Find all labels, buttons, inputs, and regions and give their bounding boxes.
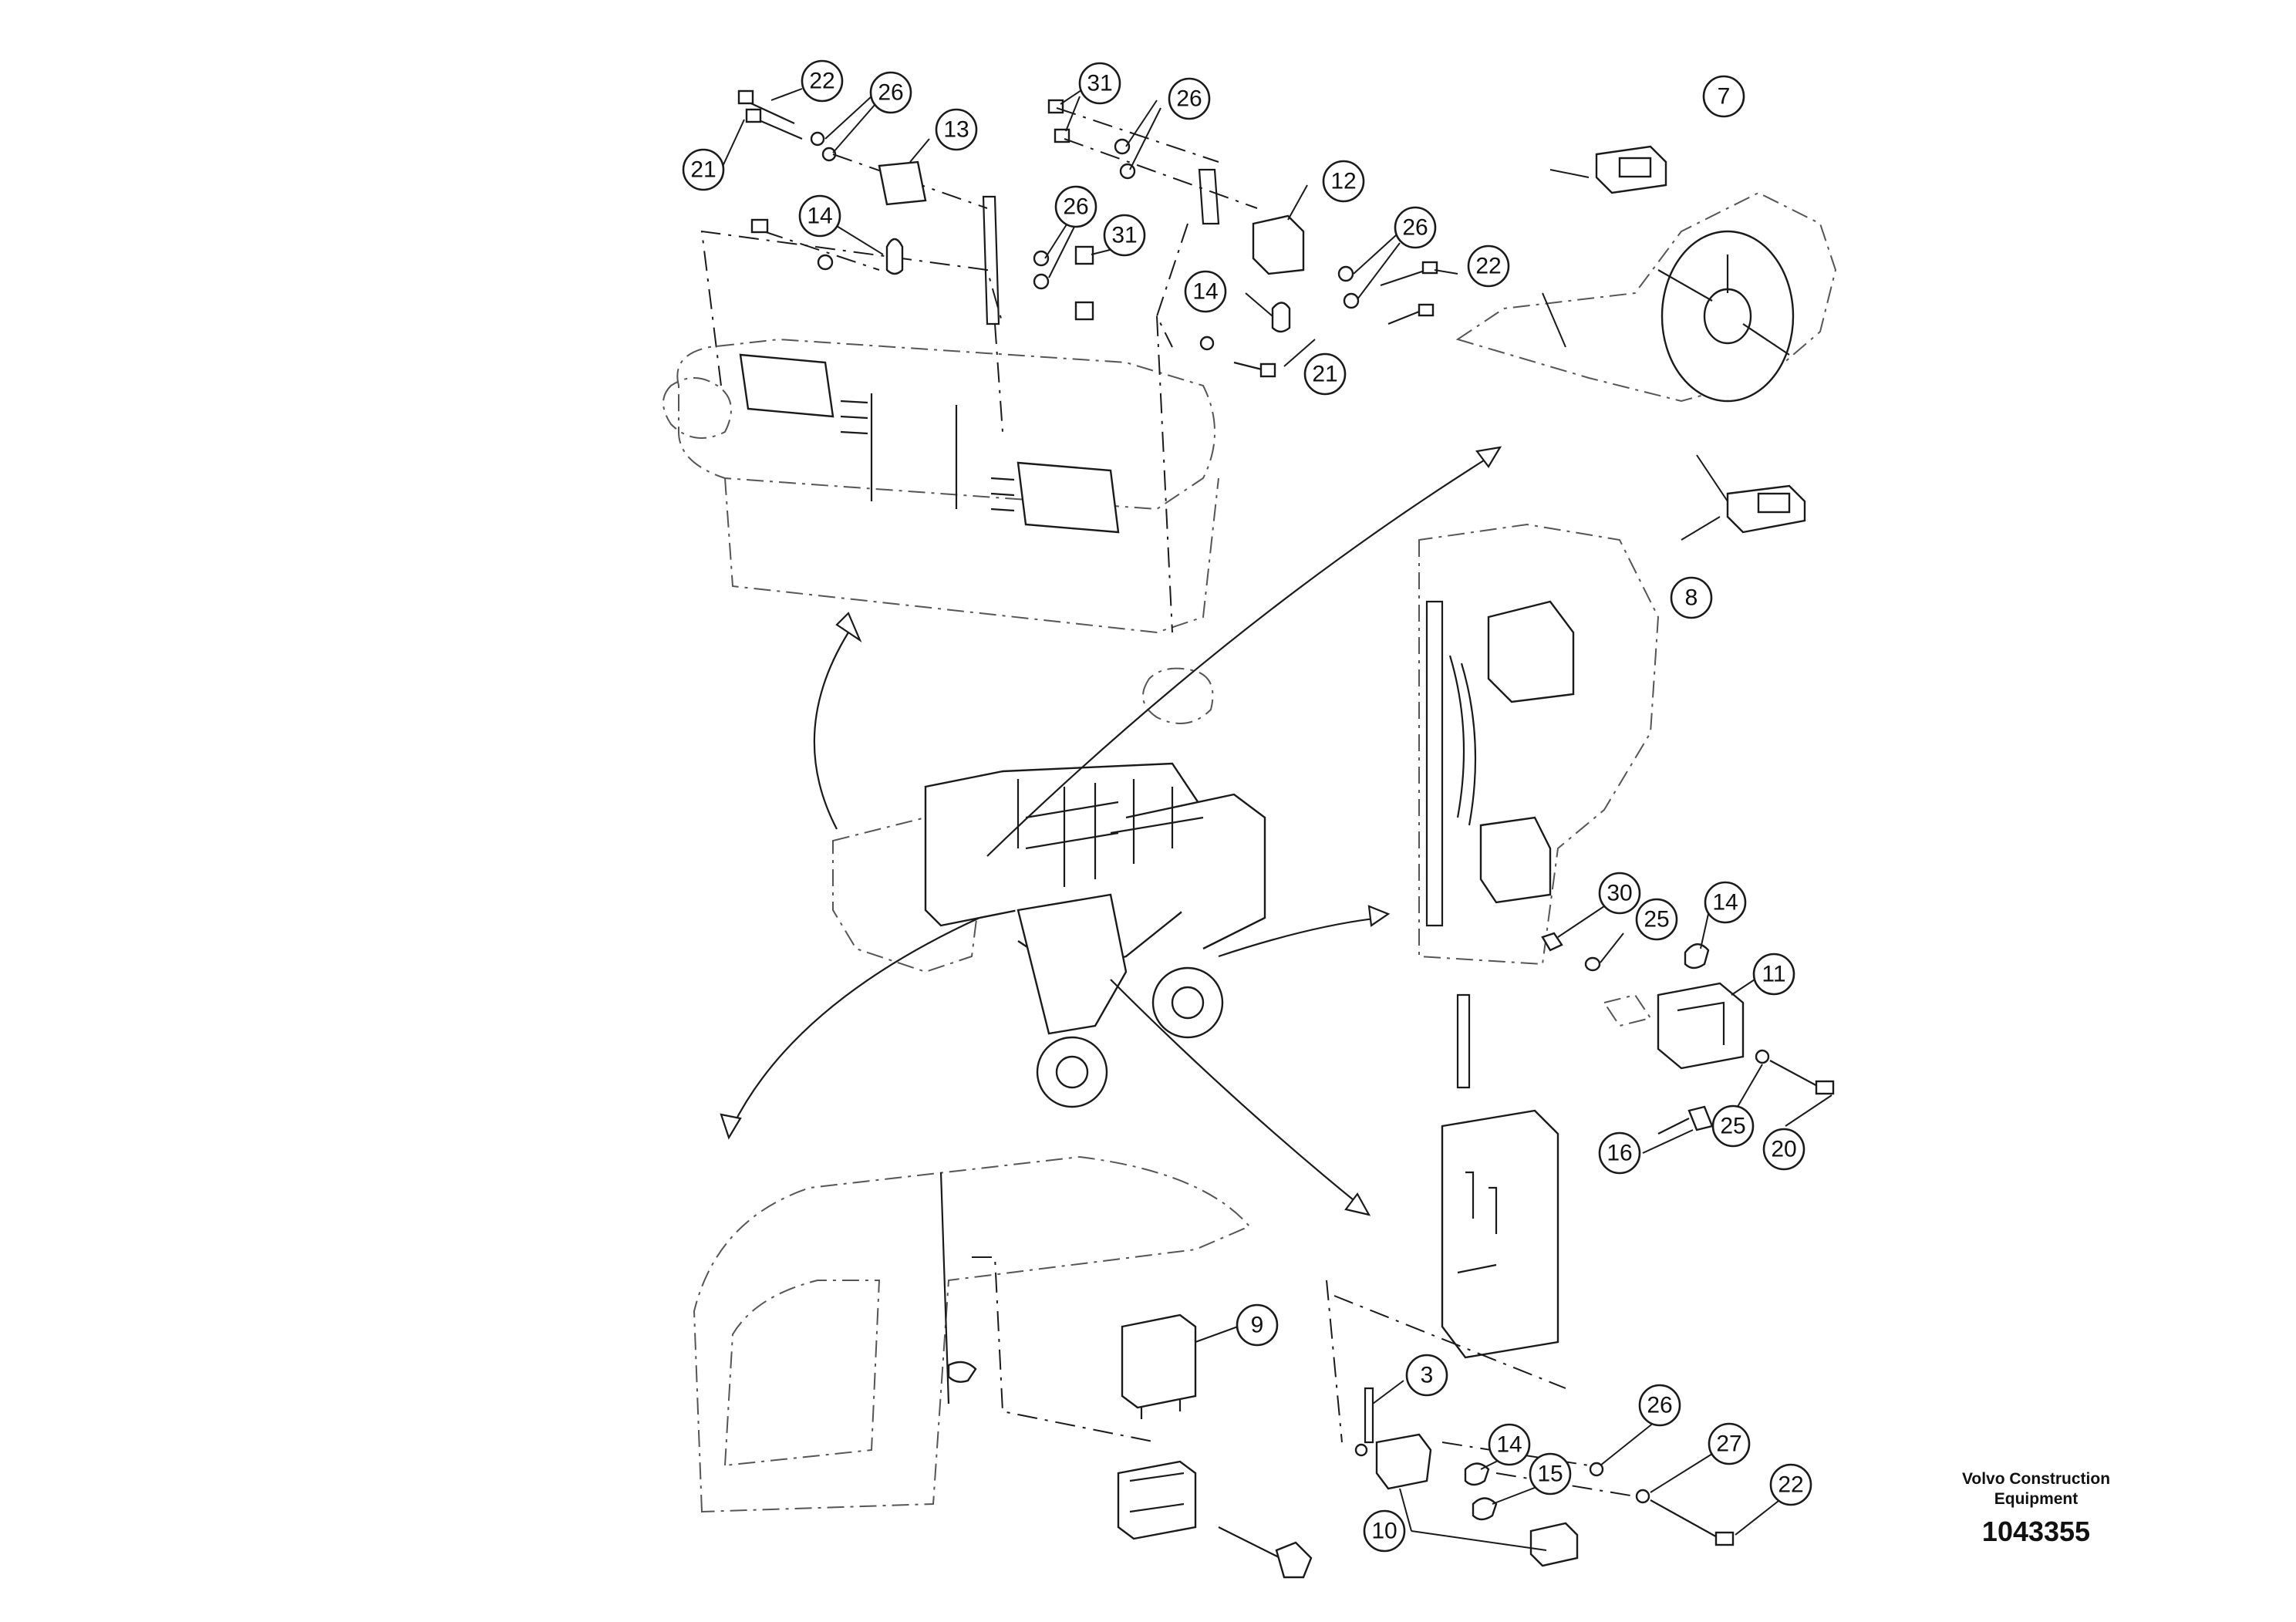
cab-side-panel (1418, 523, 1660, 966)
callout-26-top-center: 26 (1168, 77, 1211, 120)
svg-text:22: 22 (1475, 254, 1501, 279)
svg-text:13: 13 (943, 117, 969, 143)
callout-30: 30 (1598, 872, 1641, 915)
cab-door-panel (693, 1155, 1313, 1579)
callout-14-bottom: 14 (1488, 1423, 1531, 1466)
callout-22-bottom: 22 (1769, 1463, 1812, 1506)
svg-text:26: 26 (1063, 194, 1088, 220)
svg-text:25: 25 (1644, 907, 1669, 932)
machine-chassis (832, 762, 1266, 1108)
svg-text:9: 9 (1251, 1313, 1264, 1338)
relay-11-assembly (1541, 932, 1835, 1135)
svg-text:25: 25 (1720, 1114, 1745, 1139)
svg-text:26: 26 (878, 80, 903, 106)
callout-26-bottom: 26 (1638, 1384, 1681, 1427)
svg-text:22: 22 (1778, 1472, 1803, 1498)
callout-26-mid-left: 26 (1054, 185, 1097, 228)
svg-text:14: 14 (1712, 890, 1738, 916)
svg-text:12: 12 (1330, 169, 1356, 194)
svg-text:15: 15 (1537, 1462, 1563, 1487)
svg-text:14: 14 (807, 204, 832, 229)
callout-20: 20 (1762, 1128, 1805, 1171)
callout-10: 10 (1363, 1509, 1406, 1553)
svg-text:26: 26 (1647, 1393, 1672, 1418)
brand-line-1: Volvo Construction (1961, 1470, 2111, 1488)
callout-22-center: 22 (1467, 244, 1510, 288)
callout-12: 12 (1322, 160, 1365, 203)
callout-3: 3 (1405, 1354, 1448, 1397)
svg-text:16: 16 (1607, 1141, 1632, 1166)
callout-26-top-left: 26 (869, 71, 912, 114)
svg-text:3: 3 (1421, 1363, 1434, 1388)
relay-mount-column (1441, 993, 1559, 1359)
callout-14-top-left: 14 (798, 194, 841, 238)
callout-16: 16 (1598, 1131, 1641, 1175)
svg-text:31: 31 (1111, 223, 1137, 248)
callout-15: 15 (1529, 1452, 1572, 1496)
callout-25-lower: 25 (1711, 1104, 1755, 1148)
callout-25-upper: 25 (1635, 898, 1678, 941)
svg-text:11: 11 (1762, 962, 1785, 987)
svg-text:30: 30 (1607, 881, 1632, 906)
svg-text:21: 21 (690, 157, 716, 183)
callout-14-right: 14 (1704, 881, 1747, 924)
fasteners-top-left (737, 89, 1094, 325)
svg-text:20: 20 (1771, 1137, 1796, 1162)
callout-22-top-left: 22 (801, 59, 844, 103)
front-light-panel (663, 230, 1219, 724)
callout-11: 11 (1752, 953, 1795, 996)
callout-8: 8 (1670, 576, 1713, 619)
svg-text:14: 14 (1496, 1432, 1522, 1458)
callout-9: 9 (1236, 1303, 1279, 1347)
curved-arrows (720, 446, 1502, 1216)
callout-14-center: 14 (1184, 270, 1227, 313)
svg-text:26: 26 (1176, 86, 1202, 112)
svg-text:26: 26 (1402, 215, 1428, 241)
callout-21-top-left: 21 (682, 148, 725, 191)
svg-text:14: 14 (1192, 279, 1218, 305)
leader-lines (720, 88, 1832, 1551)
fasteners-top-center (1047, 99, 1438, 633)
svg-text:27: 27 (1716, 1431, 1741, 1457)
svg-text:22: 22 (809, 69, 834, 94)
svg-text:7: 7 (1718, 84, 1731, 110)
steering-column (1455, 145, 1837, 541)
callout-13: 13 (935, 108, 978, 151)
svg-text:31: 31 (1087, 71, 1112, 96)
svg-text:21: 21 (1312, 362, 1337, 387)
svg-text:8: 8 (1685, 585, 1698, 611)
manufacturer-label: Volvo Construction Equipment (1928, 1469, 2144, 1509)
callout-31-top-center: 31 (1078, 62, 1121, 105)
callout-7: 7 (1702, 75, 1745, 118)
callout-27: 27 (1708, 1422, 1751, 1465)
callout-31-mid-left: 31 (1103, 214, 1146, 257)
svg-text:10: 10 (1371, 1519, 1397, 1544)
callout-26-center: 26 (1394, 206, 1437, 249)
document-number: 1043355 (1981, 1516, 2091, 1547)
callout-21-center: 21 (1303, 352, 1347, 396)
brand-line-2: Equipment (1994, 1490, 2079, 1508)
